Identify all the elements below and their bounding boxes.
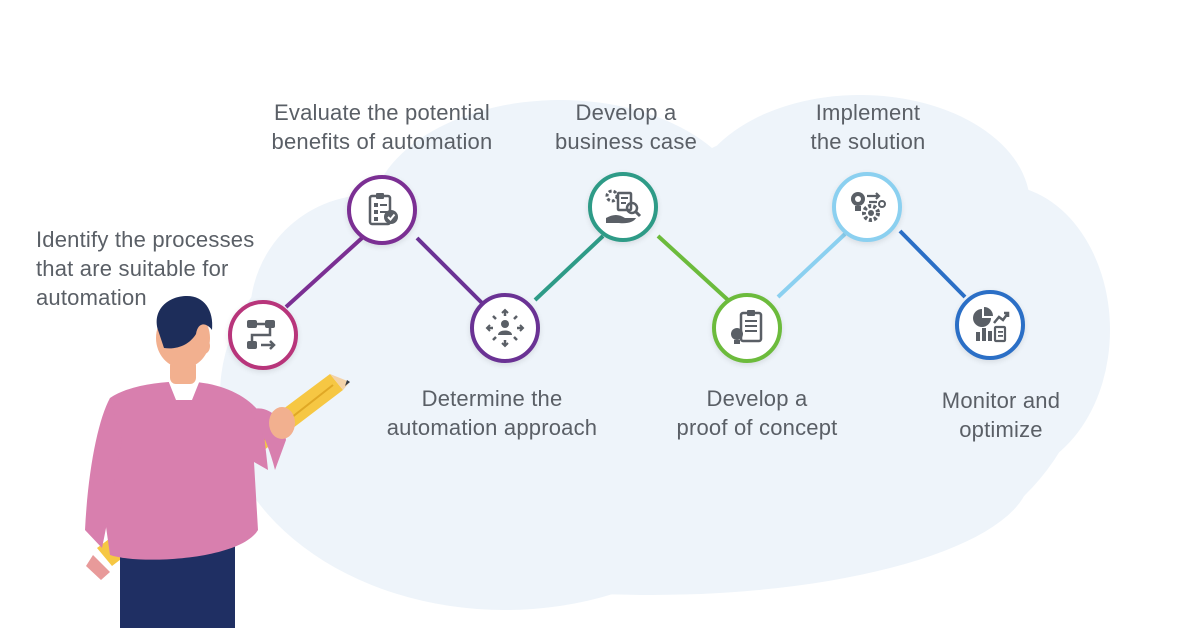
step-label-line: Develop a [706,386,808,411]
step-label-line: the solution [810,129,926,154]
connector-3-4 [533,234,605,302]
step-label-business-case: Develop a business case [555,98,697,156]
connector-2-3 [415,236,487,308]
step-node-identify [228,300,298,370]
step-label-identify: Identify the processes that are suitable… [36,225,254,312]
step-label-line: automation approach [386,415,598,440]
step-label-line: proof of concept [676,415,838,440]
step-label-line: automation [36,285,147,310]
step-label-determine: Determine the automation approach [387,384,598,442]
idea-gear-icon [851,192,886,222]
step-node-business-case [588,172,658,242]
step-label-line: Monitor and [941,388,1061,413]
step-label-line: optimize [959,417,1043,442]
step-label-line: business case [554,129,698,154]
connector-1-2 [284,236,364,309]
step-node-proof [712,293,782,363]
hand-document-icon [605,189,642,224]
connector-lines [284,229,967,309]
step-label-line: that are suitable for [36,256,229,281]
step-node-evaluate [347,175,417,245]
step-label-line: Evaluate the potential [273,100,490,125]
connector-4-5 [656,234,730,302]
step-label-line: Implement [815,100,921,125]
checklist-icon [368,193,398,226]
connector-5-6 [776,232,847,299]
connector-6-7 [898,229,967,299]
analytics-icon [973,307,1010,343]
step-label-monitor: Monitor and optimize [942,386,1060,444]
step-label-line: Identify the processes [36,227,255,252]
step-node-monitor [955,290,1025,360]
step-label-evaluate: Evaluate the potential benefits of autom… [272,98,493,156]
network-person-icon [485,308,525,348]
person-illustration [85,296,350,628]
step-node-implement [832,172,902,242]
step-node-determine [470,293,540,363]
step-label-line: Determine the [421,386,563,411]
step-label-line: benefits of automation [271,129,493,154]
clipboard-idea-icon [731,310,763,344]
flowchart-icon [247,320,276,350]
step-label-line: Develop a [575,100,677,125]
step-label-proof: Develop a proof of concept [677,384,838,442]
step-label-implement: Implement the solution [811,98,926,156]
